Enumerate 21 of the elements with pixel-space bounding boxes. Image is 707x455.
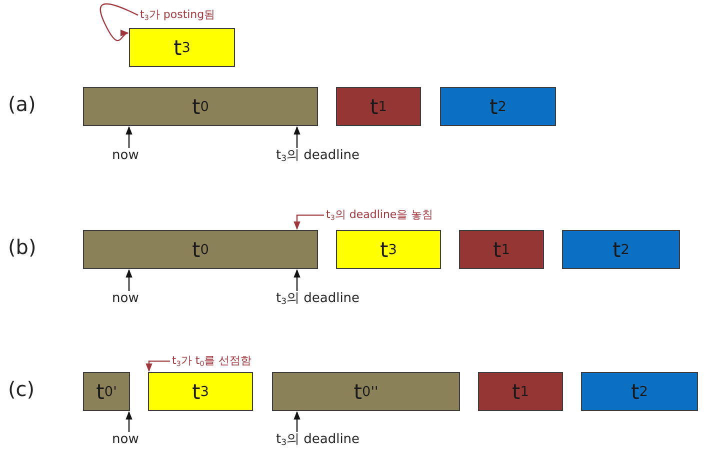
arrow bbox=[126, 411, 132, 432]
time-marker-label: t$_{3}$의 deadline bbox=[276, 291, 360, 307]
leader-arrow bbox=[146, 360, 170, 372]
annotation-text: t$_{3}$의 deadline을 놓침 bbox=[326, 208, 434, 222]
panel-label: (c) bbox=[8, 377, 35, 401]
arrow bbox=[294, 411, 300, 432]
leader-arrow bbox=[100, 3, 138, 42]
arrow bbox=[126, 126, 132, 148]
panel-label: (b) bbox=[8, 235, 36, 259]
time-marker-label: t$_{3}$의 deadline bbox=[276, 432, 360, 448]
arrow bbox=[126, 269, 132, 291]
time-marker-label: t$_{3}$의 deadline bbox=[276, 148, 360, 164]
leader-arrow bbox=[294, 214, 324, 230]
arrow bbox=[294, 126, 300, 148]
arrow bbox=[294, 269, 300, 291]
time-marker-label: now bbox=[112, 148, 139, 164]
panel-label: (a) bbox=[8, 92, 36, 116]
time-marker-label: now bbox=[112, 432, 139, 448]
annotation-text: t$_{3}$가 t$_{0}$를 선점함 bbox=[172, 354, 252, 368]
time-marker-label: now bbox=[112, 291, 139, 307]
annotation-text: t$_{3}$가 posting됨 bbox=[140, 8, 216, 22]
